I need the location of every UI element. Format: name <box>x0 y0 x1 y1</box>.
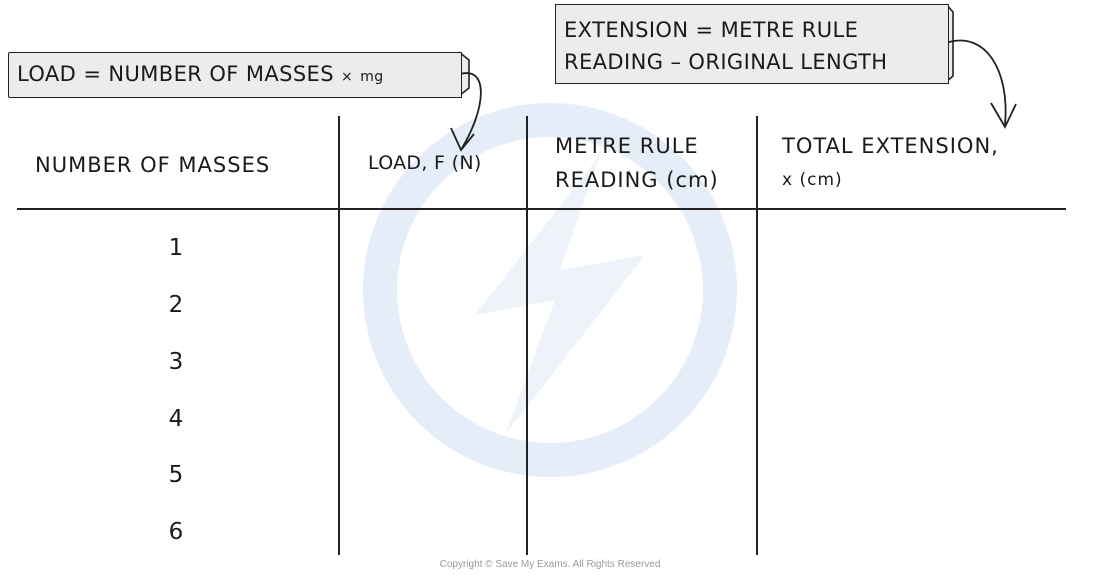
row-number: 3 <box>168 349 184 375</box>
load-annotation-text: LOAD = NUMBER OF MASSES <box>17 62 334 86</box>
row-number: 6 <box>168 519 184 545</box>
extension-arrow-head <box>990 102 1017 129</box>
copyright-text: Copyright © Save My Exams. All Rights Re… <box>439 559 661 570</box>
header-load: LOAD, F (N) <box>368 152 482 174</box>
header-metre-rule-reading: METRE RULE READING (cm) <box>555 134 719 192</box>
load-arrow-head <box>450 127 475 152</box>
times-sign: × <box>341 69 354 85</box>
extension-annotation-line1: EXTENSION = METRE RULE <box>564 18 859 42</box>
load-arrow <box>459 72 482 149</box>
row-number: 4 <box>168 406 184 432</box>
extension-annotation-line2: READING – ORIGINAL LENGTH <box>564 50 888 74</box>
row-number: 1 <box>168 235 184 261</box>
header-total-extension: TOTAL EXTENSION, x (cm) <box>782 134 999 190</box>
row-number: 5 <box>168 462 184 488</box>
load-annotation-tag: LOAD = NUMBER OF MASSES × mg <box>8 52 462 98</box>
header-number-of-masses: NUMBER OF MASSES <box>35 153 271 177</box>
watermark-logo-icon <box>363 103 737 477</box>
row-number: 2 <box>168 292 184 318</box>
extension-annotation-tag: EXTENSION = METRE RULE READING – ORIGINA… <box>555 4 949 84</box>
load-annotation-tail: mg <box>360 69 384 85</box>
extension-arrow <box>945 39 1007 126</box>
